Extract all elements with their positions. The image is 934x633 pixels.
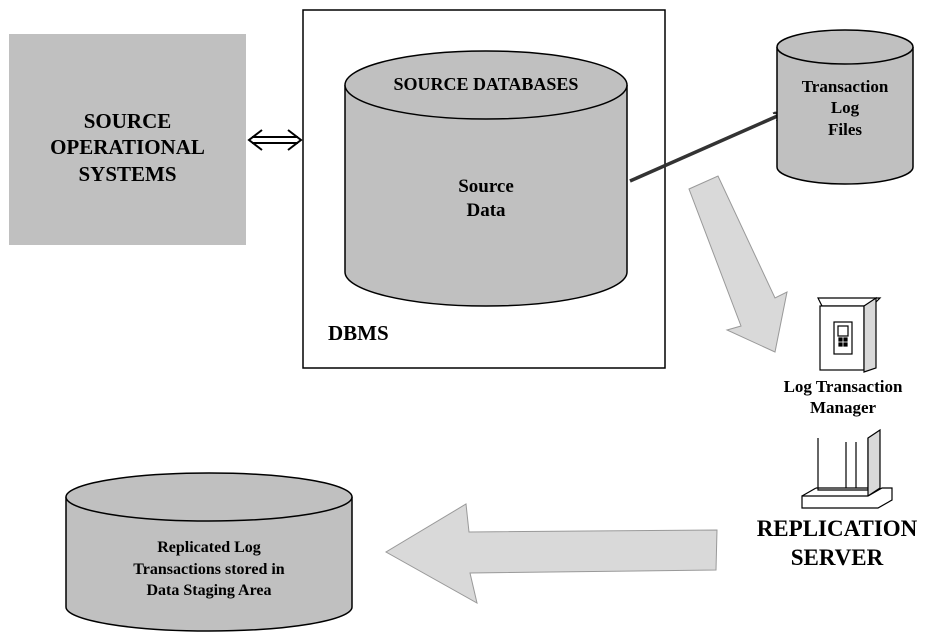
source-databases-label: SOURCE DATABASES bbox=[393, 74, 579, 94]
source-systems-box bbox=[9, 34, 246, 245]
replication-server-label: REPLICATION SERVER bbox=[756, 516, 918, 570]
staging-cylinder bbox=[65, 472, 353, 632]
transaction-log-cylinder bbox=[776, 29, 914, 185]
log-write-arrow bbox=[629, 114, 782, 183]
transaction-log-label: Transaction Log Files bbox=[801, 77, 889, 139]
source-systems-label: SOURCE OPERATIONAL SYSTEMS bbox=[50, 109, 205, 186]
dbms-label: DBMS bbox=[328, 321, 389, 345]
source-data-label: Source Data bbox=[458, 176, 514, 221]
staging-label: Replicated Log Transactions stored in Da… bbox=[133, 539, 285, 600]
bidirectional-arrow bbox=[247, 129, 303, 151]
log-read-arrow bbox=[688, 175, 788, 353]
source-database-cylinder bbox=[344, 50, 628, 307]
server-tower-icon bbox=[801, 296, 893, 509]
log-transaction-manager-label: Log Transaction Manager bbox=[783, 377, 903, 418]
replication-arrow bbox=[385, 503, 718, 604]
